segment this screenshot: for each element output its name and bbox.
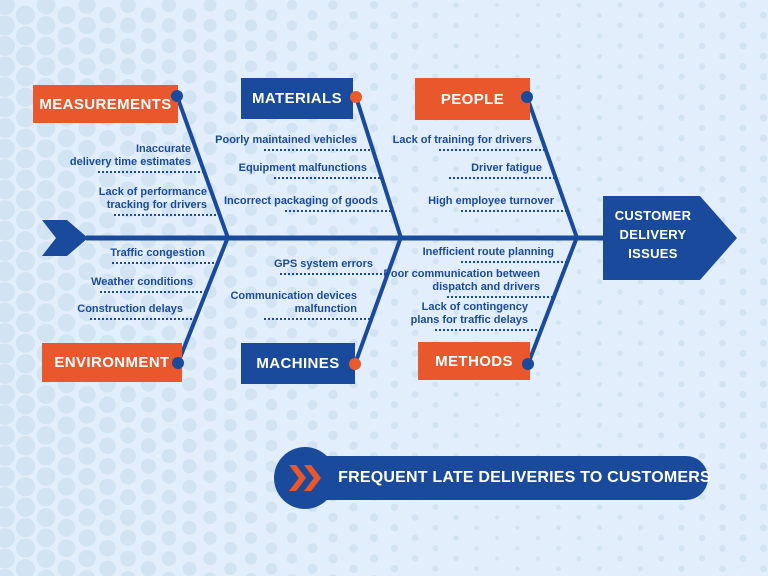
cause-text: Lack of contingency plans for traffic de… (410, 301, 528, 326)
category-label: MATERIALS (252, 90, 342, 107)
branch-line-methods (526, 236, 579, 365)
category-box-measurements: MEASUREMENTS (33, 85, 178, 123)
branch-node-dot-environment (172, 357, 184, 369)
cause-text: Incorrect packaging of goods (223, 195, 378, 207)
cause-text: Driver fatigue (471, 162, 542, 174)
cause-item: Weather conditions (0, 276, 206, 293)
cause-item: High employee turnover (357, 195, 567, 212)
chevron-right-icon (304, 465, 321, 491)
category-label: PEOPLE (440, 90, 505, 108)
cause-item: Traffic congestion (8, 247, 218, 264)
branch-node-dot-measurements (171, 90, 183, 102)
cause-item: Inefficient route planning (357, 246, 567, 263)
category-box-environment: ENVIRONMENT (42, 343, 182, 382)
category-box-materials: MATERIALS (241, 78, 353, 119)
cause-text: High employee turnover (428, 195, 554, 207)
branch-node-dot-people (521, 91, 533, 103)
chevron-right-icon (289, 465, 306, 491)
category-label: MACHINES (256, 355, 340, 372)
cause-item: Poor communication between dispatch and … (343, 268, 553, 298)
problem-banner: FREQUENT LATE DELIVERIES TO CUSTOMERS (275, 456, 711, 500)
category-label: METHODS (435, 352, 513, 370)
cause-item: Driver fatigue (345, 162, 555, 179)
cause-item: Lack of contingency plans for traffic de… (331, 301, 541, 331)
cause-text: Inefficient route planning (422, 246, 554, 258)
cause-text: Traffic congestion (110, 247, 205, 259)
cause-text: Poor communication between dispatch and … (383, 268, 540, 293)
category-box-methods: METHODS (418, 342, 530, 380)
banner-chevron-badge (274, 447, 336, 509)
effect-arrow-shape (603, 196, 737, 280)
category-box-machines: MACHINES (241, 343, 355, 384)
cause-item: Lack of training for drivers (335, 134, 545, 151)
cause-text: Weather conditions (91, 276, 193, 288)
category-label: MEASUREMENTS (39, 95, 172, 113)
cause-text: Lack of training for drivers (392, 134, 532, 146)
branch-node-dot-materials (350, 91, 362, 103)
branch-node-dot-machines (349, 358, 361, 370)
cause-item: Incorrect packaging of goods (181, 195, 391, 212)
category-box-people: PEOPLE (415, 78, 530, 120)
branch-node-dot-methods (522, 358, 534, 370)
problem-banner-label: FREQUENT LATE DELIVERIES TO CUSTOMERS (338, 469, 711, 486)
effect-label: CUSTOMER DELIVERY ISSUES (614, 208, 692, 261)
category-label: ENVIRONMENT (54, 354, 170, 371)
